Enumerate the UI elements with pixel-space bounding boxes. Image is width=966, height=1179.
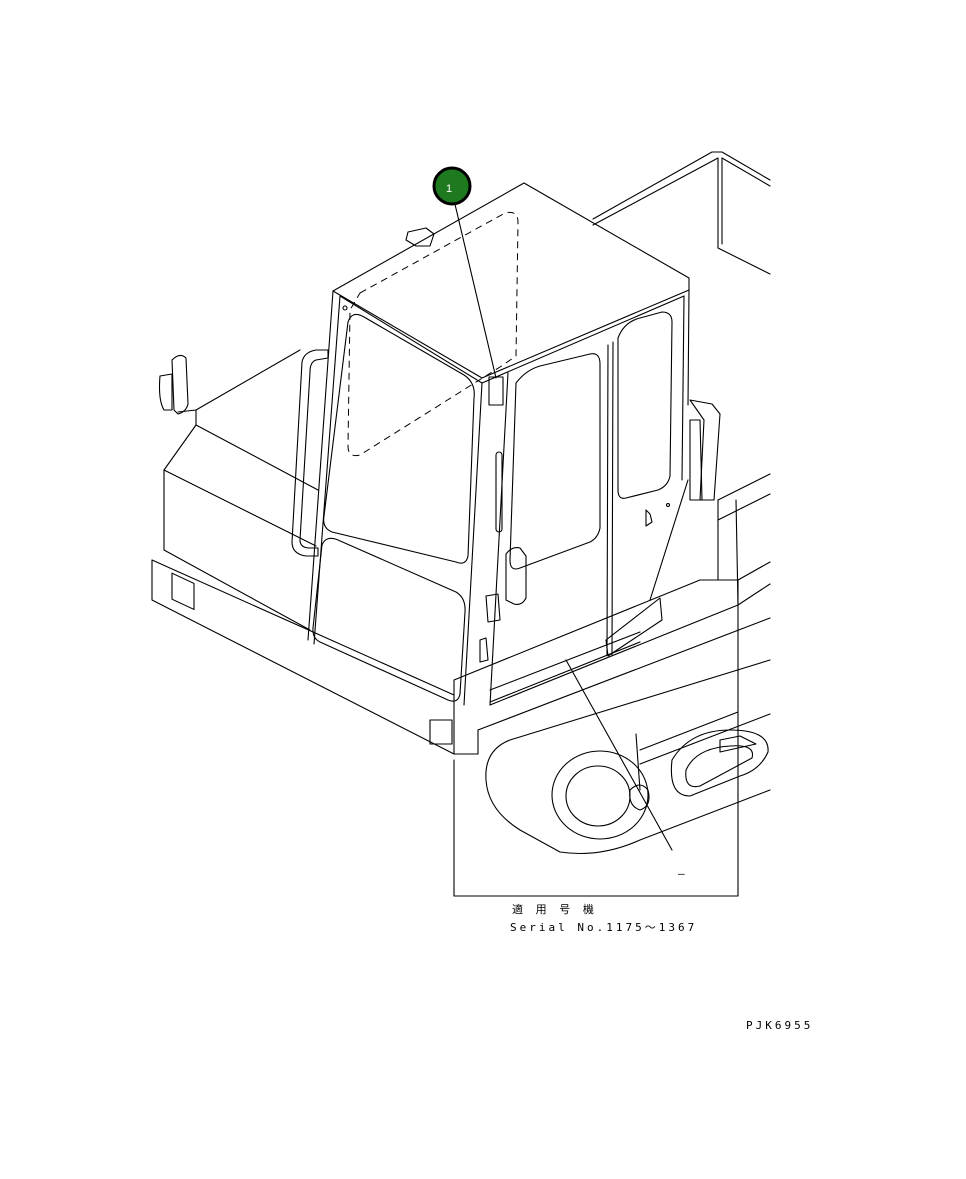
hood-body [151,349,479,755]
detail-mark: – [678,867,688,880]
undercarriage [453,399,771,854]
rear-deck [592,151,771,275]
cab [291,182,690,706]
serial-heading: 適 用 号 機 [512,902,597,916]
callout-leader [453,199,497,379]
mirrors [158,227,527,663]
callout-circle[interactable] [432,166,472,206]
callout-1[interactable]: 1 [432,166,472,206]
serial-text: Serial No.1175～1367 [510,921,697,934]
drawing-code: PJK6955 [746,1019,813,1032]
callout-number: 1 [446,183,452,195]
detail-frame [453,579,739,897]
